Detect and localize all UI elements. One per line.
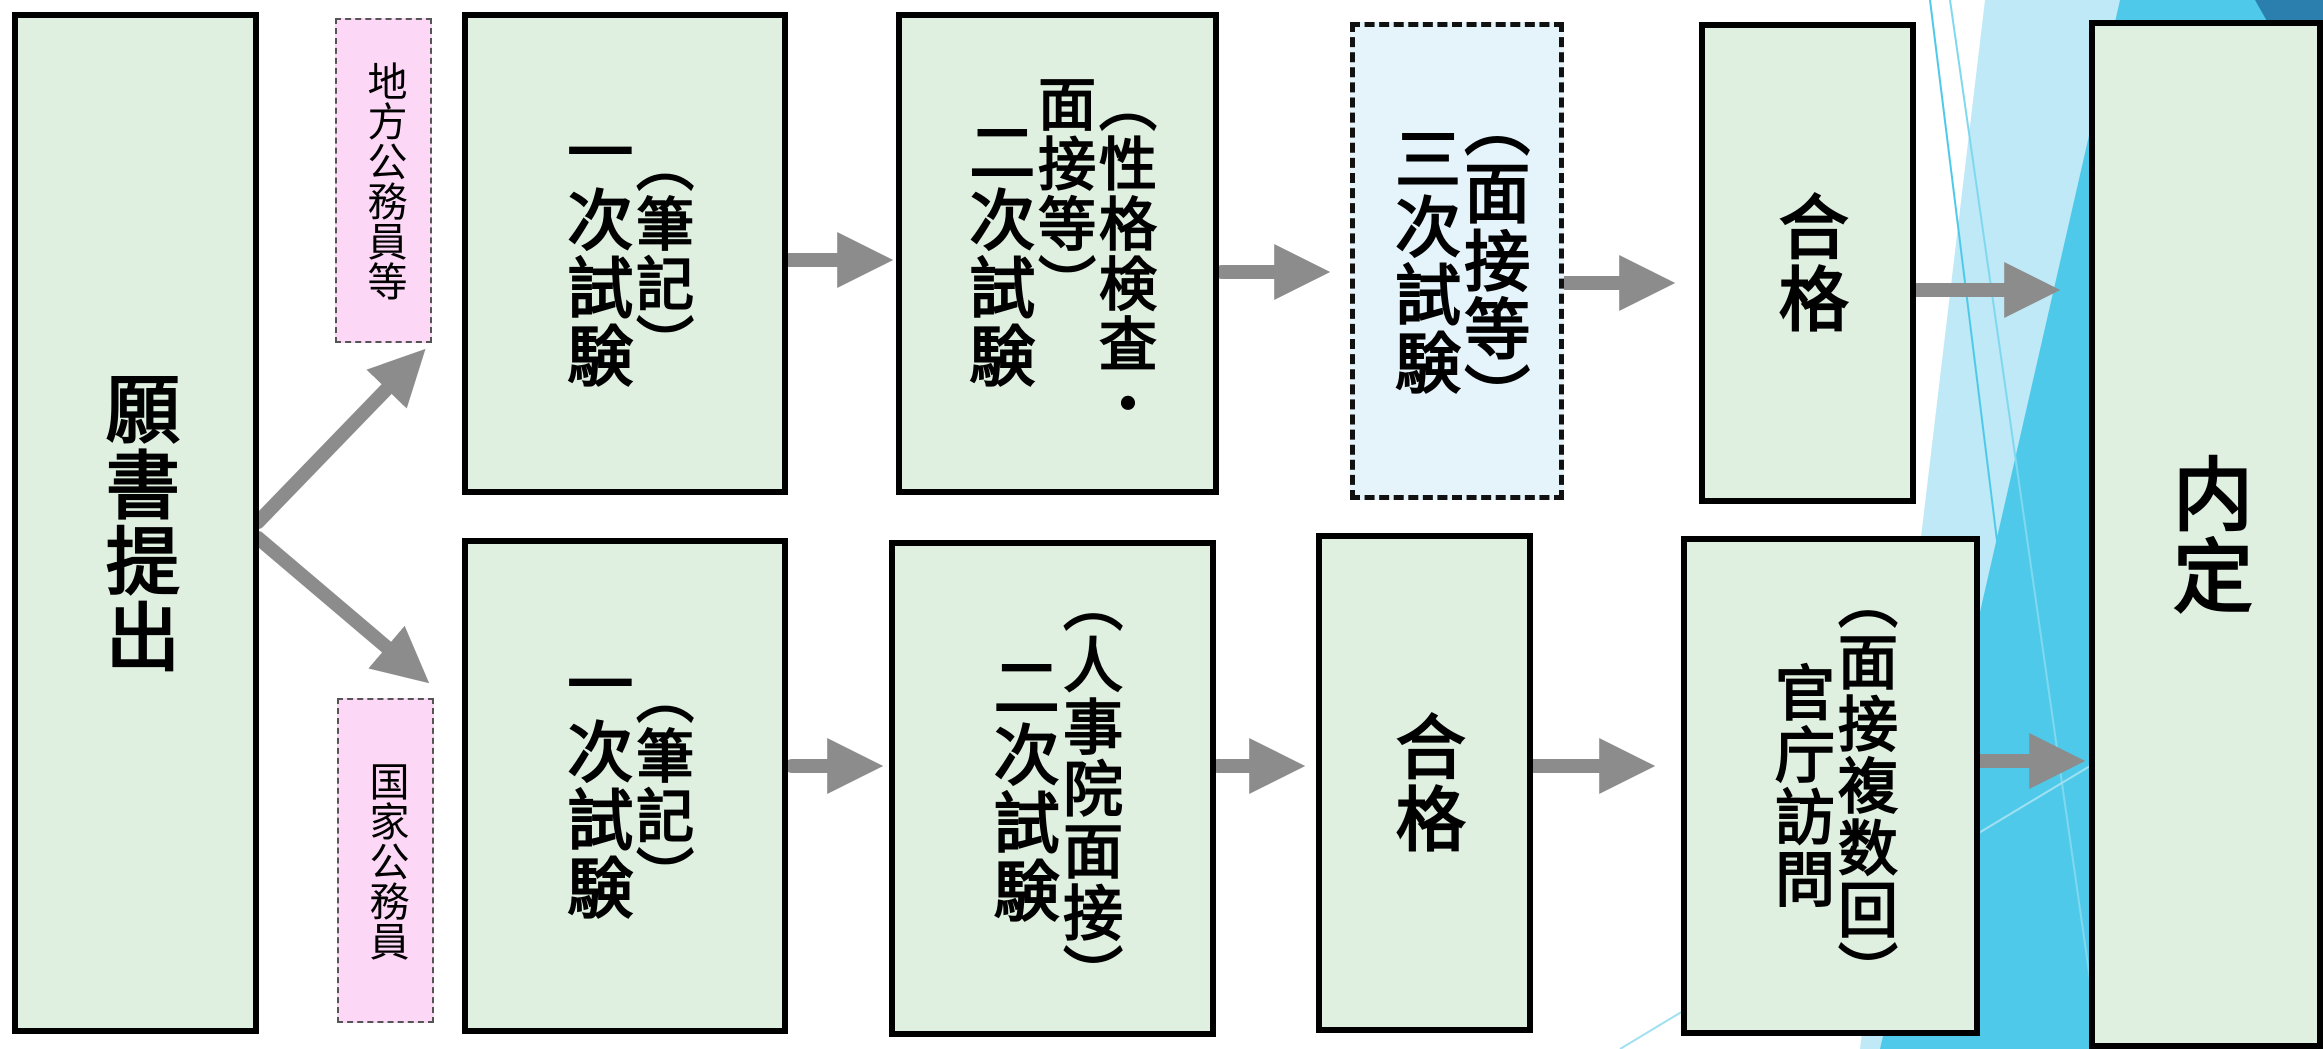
arrow-to-national: [251, 531, 430, 684]
bottom-pass-box: 合格: [1316, 533, 1533, 1033]
end-label: 内定: [2160, 452, 2253, 617]
track-label-local: 地方公務員等: [360, 60, 407, 301]
arrow-to-local: [251, 348, 426, 529]
bottom-pass-label: 合格: [1384, 711, 1467, 855]
top-third-exam-box: 三次試験 （面接等）: [1350, 22, 1564, 500]
bottom-second-exam-box: 二次試験 （人事院面接）: [889, 540, 1216, 1037]
bottom-first-exam-title: 一次試験: [556, 650, 634, 922]
top-second-exam-sub: （性格検査・ 面接等）: [1028, 73, 1158, 434]
start-label: 願書提出: [93, 371, 180, 675]
top-third-exam-sub: （面接等）: [1453, 91, 1531, 431]
bottom-second-exam-sub: （人事院面接）: [1052, 571, 1123, 1006]
bottom-visit-box: 官庁訪問 （面接複数回）: [1681, 536, 1980, 1036]
bottom-first-exam-box: 一次試験 （筆記）: [462, 538, 788, 1034]
top-first-exam-box: 一次試験 （筆記）: [462, 12, 788, 495]
top-first-exam-title: 一次試験: [556, 117, 634, 390]
track-label-national: 国家公務員: [362, 760, 409, 961]
deco-line: [1949, 0, 2101, 1049]
deco-line: [1929, 0, 2061, 1049]
start-box: 願書提出: [12, 12, 259, 1034]
bottom-second-exam-title: 二次試験: [982, 652, 1060, 925]
top-second-exam-box: 二次試験 （性格検査・ 面接等）: [896, 12, 1219, 495]
top-pass-box: 合格: [1699, 22, 1916, 504]
end-box: 内定: [2089, 20, 2323, 1049]
track-tag-national: 国家公務員: [337, 698, 434, 1023]
bottom-first-exam-sub: （筆記）: [626, 666, 695, 906]
track-tag-local: 地方公務員等: [335, 18, 432, 343]
top-first-exam-sub: （筆記）: [626, 133, 695, 374]
top-third-exam-title: 三次試験: [1384, 125, 1461, 397]
top-second-exam-title: 二次試験: [958, 117, 1036, 390]
bottom-visit-sub: （面接複数回）: [1827, 569, 1898, 1003]
bottom-visit-title: 官庁訪問: [1764, 662, 1835, 910]
top-pass-label: 合格: [1767, 191, 1850, 335]
